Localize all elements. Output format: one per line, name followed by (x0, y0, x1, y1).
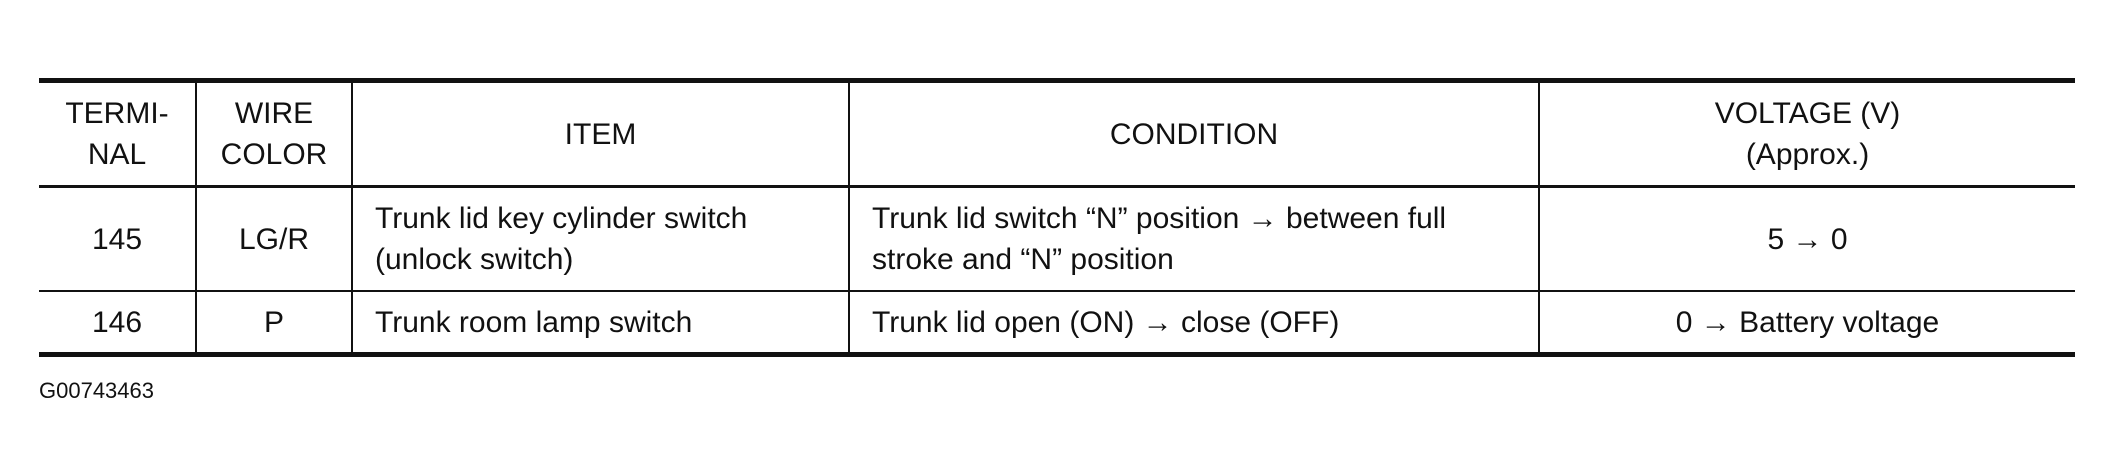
header-voltage-line-1: VOLTAGE (V) (1714, 97, 1901, 130)
header-terminal-line-1: TERMI- (65, 97, 169, 130)
header-terminal-line-2: NAL (87, 138, 147, 171)
terminal-voltage-table: TERMI- NAL WIRE COLOR ITEM CONDITION VOL… (39, 78, 2075, 357)
cell-wire-color: P (195, 291, 353, 355)
cell-condition-line-2: stroke and “N” position (872, 243, 1174, 276)
header-wire-color-line-1: WIRE (234, 97, 314, 130)
header-condition: CONDITION (848, 80, 1540, 188)
table-header-row: TERMI- NAL WIRE COLOR ITEM CONDITION VOL… (39, 80, 2075, 188)
figure-id: G00743463 (39, 378, 154, 403)
cell-terminal: 146 (39, 291, 197, 355)
table-row: 146 P Trunk room lamp switch Trunk lid o… (39, 291, 2075, 355)
cell-condition-line-1: Trunk lid switch “N” position → between … (872, 202, 1447, 235)
table-row: 145 LG/R Trunk lid key cylinder switch (… (39, 186, 2075, 292)
cell-wire-color: LG/R (195, 186, 353, 292)
cell-voltage: 0 → Battery voltage (1538, 291, 2075, 355)
header-wire-color: WIRE COLOR (195, 80, 353, 188)
header-wire-color-line-2: COLOR (220, 138, 328, 171)
terminal-voltage-table-container: TERMI- NAL WIRE COLOR ITEM CONDITION VOL… (39, 78, 2075, 357)
header-voltage-line-2: (Approx.) (1745, 138, 1870, 171)
cell-item-line-2: (unlock switch) (375, 243, 574, 276)
cell-terminal: 145 (39, 186, 197, 292)
cell-item-line-1: Trunk lid key cylinder switch (375, 202, 748, 235)
cell-voltage: 5 → 0 (1538, 186, 2075, 292)
header-terminal: TERMI- NAL (39, 80, 197, 188)
cell-item: Trunk lid key cylinder switch (unlock sw… (351, 186, 850, 292)
cell-item: Trunk room lamp switch (351, 291, 850, 355)
header-voltage: VOLTAGE (V) (Approx.) (1538, 80, 2075, 188)
cell-condition: Trunk lid switch “N” position → between … (848, 186, 1540, 292)
header-item: ITEM (351, 80, 850, 188)
cell-condition: Trunk lid open (ON) → close (OFF) (848, 291, 1540, 355)
